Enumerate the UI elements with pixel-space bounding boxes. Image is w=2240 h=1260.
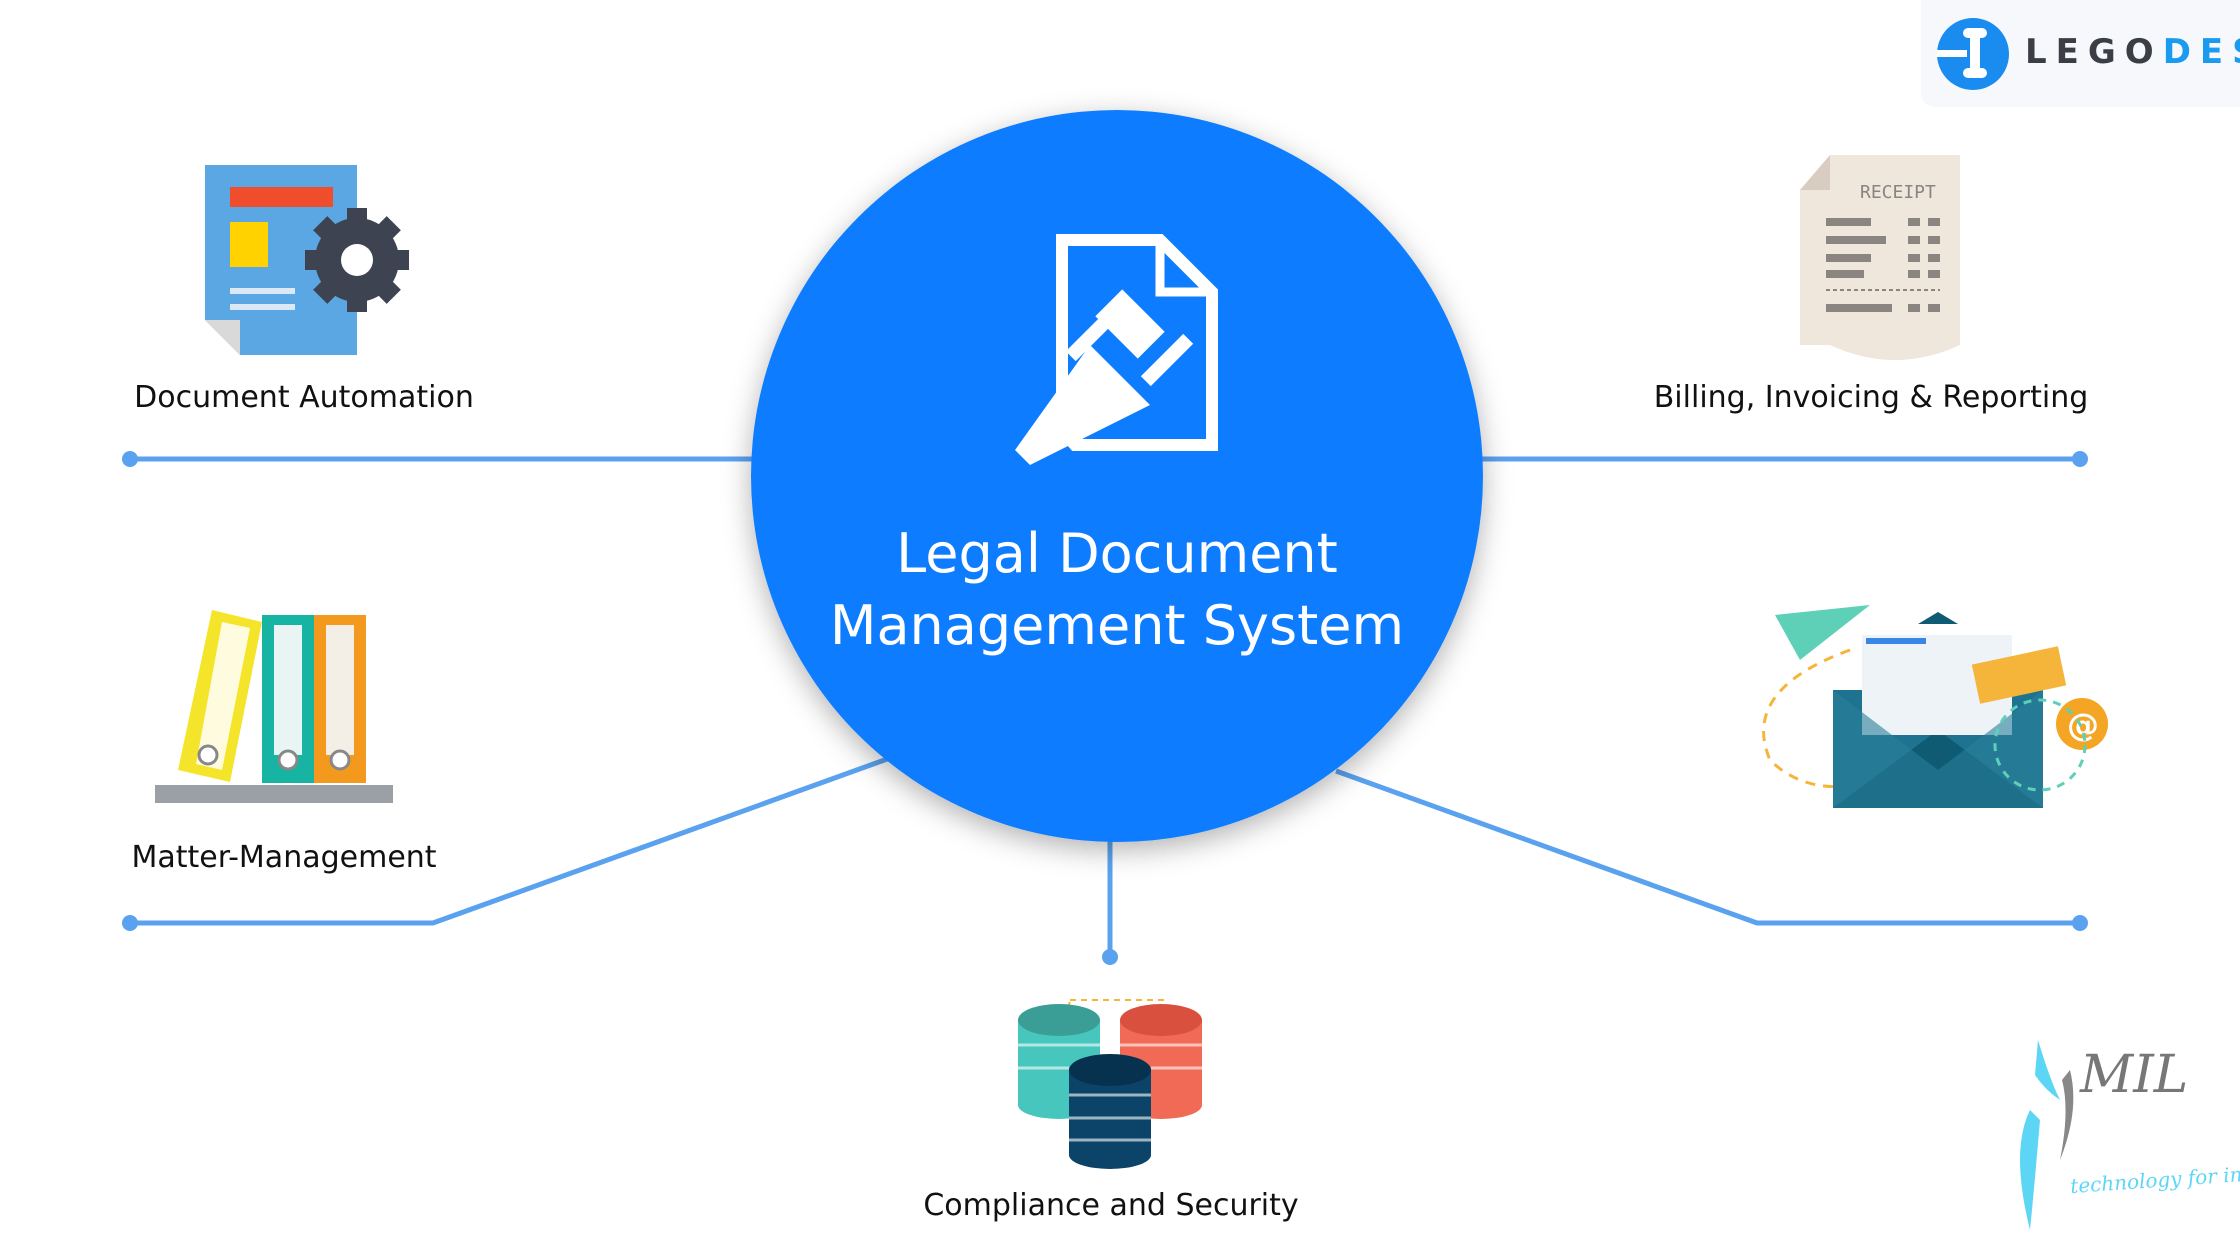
gavel-logo-icon (1937, 18, 2009, 90)
feature-label-matter-management: Matter-Management (131, 840, 437, 875)
watermark-name: MIL (2080, 1045, 2189, 1105)
legodesk-logo: LEGODESK (1921, 0, 2240, 107)
center-circle (751, 110, 1483, 842)
connector-communication (1335, 768, 2080, 926)
center-title-line1: Legal Document (896, 522, 1338, 585)
mil-logo-mark (2020, 1040, 2074, 1230)
connector-matter-management (130, 755, 891, 926)
database-icon (1018, 999, 1202, 1169)
binders-icon (155, 610, 393, 803)
feature-label-document-automation: Document Automation (134, 380, 474, 415)
receipt-icon: RECEIPT (1800, 155, 1960, 360)
feature-label-billing: Billing, Invoicing & Reporting (1653, 380, 2089, 415)
legal-document-icon (1015, 234, 1218, 465)
connector-lines (130, 456, 2080, 957)
connector-dots (122, 451, 2088, 965)
document-automation-icon (205, 165, 409, 355)
center-title-line2: Management System (829, 594, 1405, 657)
feature-label-compliance: Compliance and Security (923, 1188, 1299, 1223)
logo-text-lego: LEGO (2025, 32, 2163, 72)
logo-text-desk: DESK (2162, 32, 2240, 72)
watermark-tagline: technology for innovators (2069, 1155, 2240, 1199)
email-communication-icon: @ (1762, 605, 2108, 808)
receipt-text: RECEIPT (1860, 182, 1936, 203)
mil-watermark: MIL technology for innovators (2000, 1035, 2240, 1255)
